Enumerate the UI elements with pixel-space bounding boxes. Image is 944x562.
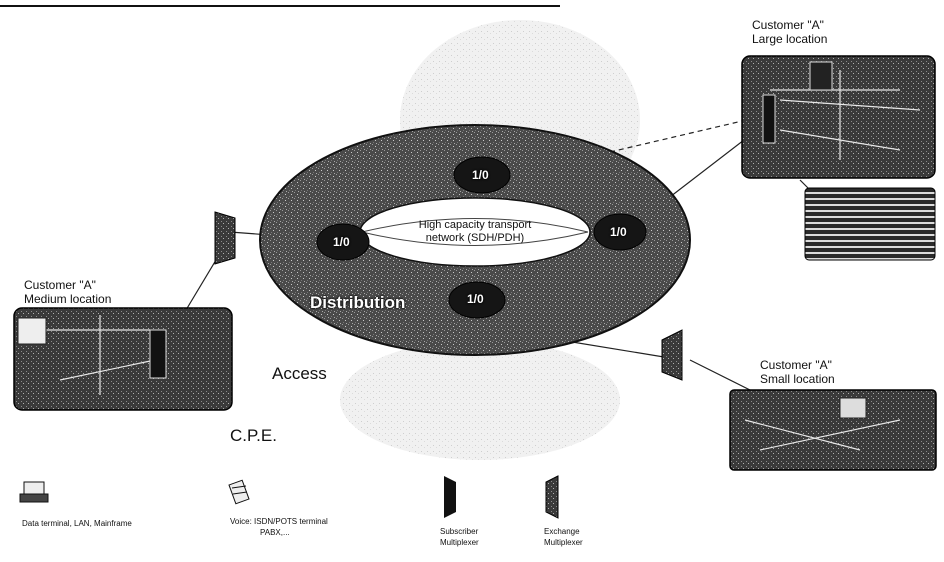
large-subscriber-mux	[762, 94, 776, 144]
large-data-terminal	[809, 61, 833, 91]
exchange-mux-small	[661, 329, 683, 381]
distribution-label: Distribution	[310, 293, 406, 312]
legend-exchange-mux: Exchange Multiplexer	[544, 526, 583, 548]
medium-location-panel	[13, 307, 233, 411]
medium-location-line1: Customer "A"	[24, 278, 96, 292]
small-location-wiring	[744, 419, 901, 451]
small-location-line2: Small location	[760, 372, 835, 386]
node-left-shape	[316, 223, 370, 261]
subscriber-multiplexer-icon	[444, 476, 456, 518]
medium-location-title: Customer "A" Medium location	[24, 278, 111, 306]
small-location-line1: Customer "A"	[760, 358, 832, 372]
medium-location-line2: Medium location	[24, 292, 112, 306]
small-location-panel	[729, 389, 937, 471]
core-network-label: High capacity transport network (SDH/PDH…	[380, 219, 570, 245]
node-right-label: 1/0	[610, 225, 627, 239]
core-network-line2: network (SDH/PDH)	[425, 232, 525, 244]
exchange-multiplexer-icon	[545, 475, 559, 519]
data-terminal-icon	[19, 481, 49, 503]
small-location-title: Customer "A" Small location	[760, 358, 835, 386]
node-right-shape	[593, 213, 647, 251]
node-bottom-label: 1/0	[467, 292, 484, 306]
legend-voice-line2: PABX,...	[260, 528, 290, 537]
large-location-wiring	[770, 70, 921, 160]
node-bottom-shape	[448, 281, 506, 319]
legend-subscriber-line1: Subscriber	[440, 527, 479, 536]
node-top-shape	[453, 156, 511, 194]
link-small-mux	[559, 339, 671, 359]
cpe-label: C.P.E.	[230, 426, 277, 445]
legend-data-terminal: Data terminal, LAN, Mainframe	[22, 519, 132, 528]
legend-exchange-line2: Multiplexer	[544, 538, 583, 547]
legend-subscriber-mux: Subscriber Multiplexer	[440, 526, 479, 548]
medium-location-wiring	[40, 315, 156, 395]
core-links	[361, 218, 589, 246]
medium-data-terminal	[17, 317, 47, 345]
large-location-line2: Large location	[752, 32, 828, 46]
large-location-annex	[804, 187, 936, 261]
legend-subscriber-line2: Multiplexer	[440, 538, 479, 547]
large-location-title: Customer "A" Large location	[752, 18, 827, 46]
voice-terminal-icon	[228, 479, 250, 505]
small-data-terminal	[839, 397, 867, 419]
node-left-label: 1/0	[333, 235, 350, 249]
core-network-line1: High capacity transport	[418, 219, 532, 231]
link-large-dashed	[609, 117, 756, 153]
medium-subscriber-mux	[149, 329, 167, 379]
legend-voice: Voice: ISDN/POTS terminal PABX,...	[230, 516, 328, 538]
node-top-label: 1/0	[472, 168, 489, 182]
access-cloud-bottom	[340, 340, 620, 460]
access-label: Access	[272, 364, 327, 383]
large-location-line1: Customer "A"	[752, 18, 824, 32]
legend-exchange-line1: Exchange	[544, 527, 580, 536]
legend-voice-line1: Voice: ISDN/POTS terminal	[230, 517, 328, 526]
exchange-mux-left	[214, 211, 236, 265]
